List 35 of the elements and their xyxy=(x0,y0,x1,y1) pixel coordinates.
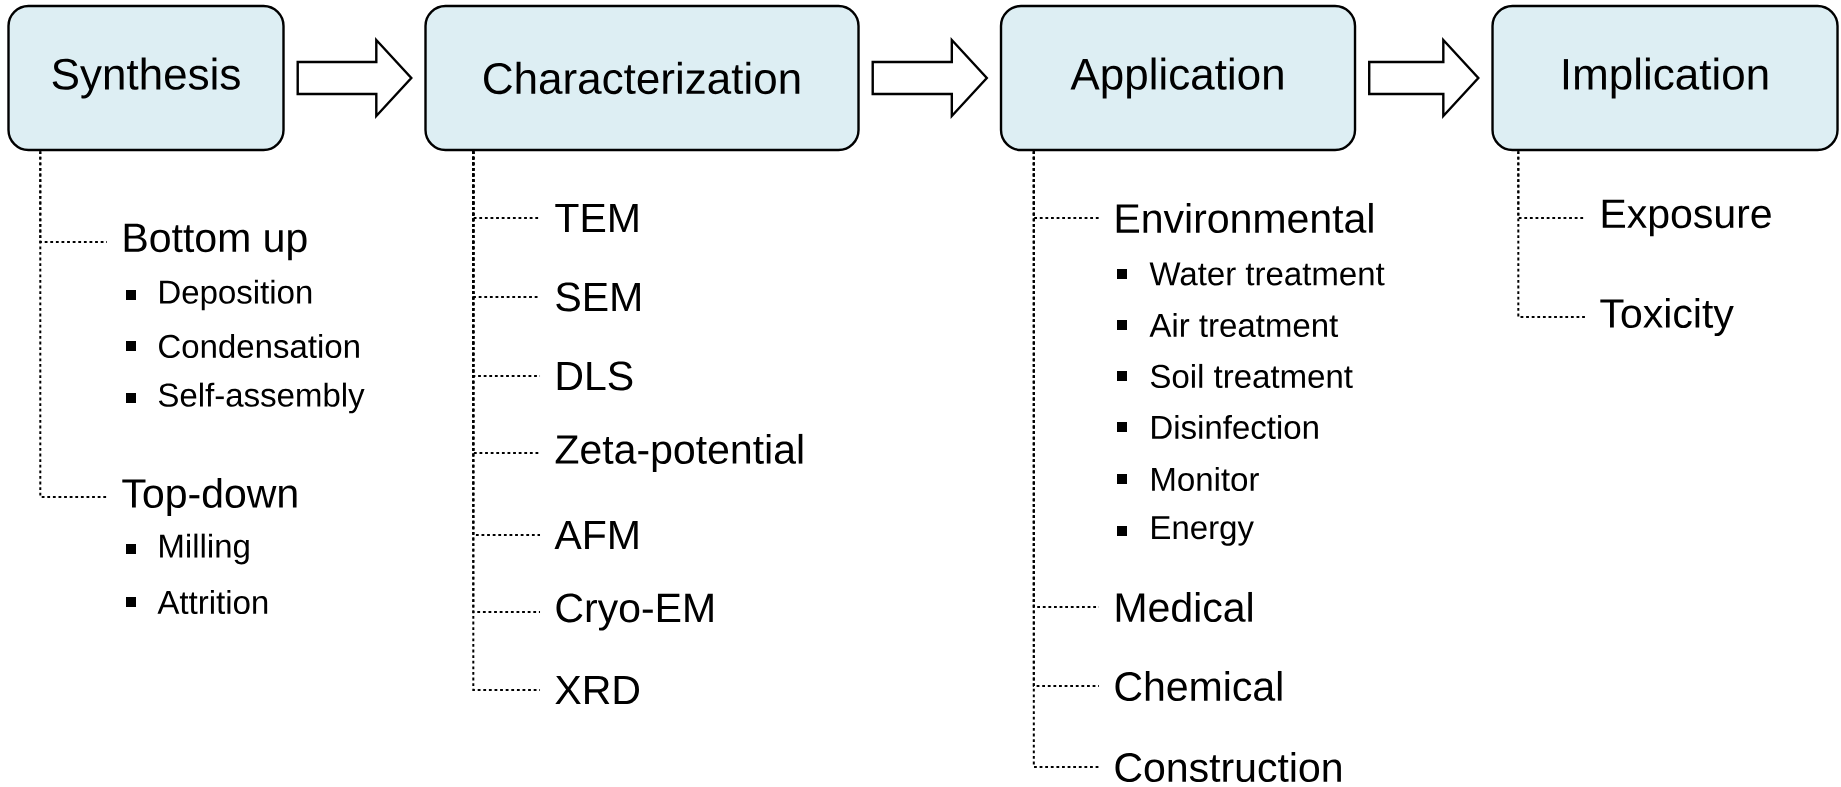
bullet-item: Deposition xyxy=(126,279,312,311)
item-label: Top-down xyxy=(122,477,297,517)
item-label: XRD xyxy=(555,675,639,705)
bullet-item: Self-assembly xyxy=(126,382,365,414)
item-label: Zeta-potential xyxy=(555,433,803,473)
connector-line xyxy=(39,150,108,498)
block-arrow xyxy=(296,36,413,120)
header-box: Application xyxy=(999,4,1357,152)
bullet-item: Energy xyxy=(1117,516,1254,546)
bullet-item: Monitor xyxy=(1117,466,1259,492)
item-label: Construction xyxy=(1115,751,1341,783)
item-label: Cryo-EM xyxy=(556,593,713,631)
item-label: AFM xyxy=(554,520,638,550)
item-label: Exposure xyxy=(1602,199,1771,237)
bullet-item: Condensation xyxy=(126,333,359,359)
block-arrow xyxy=(871,36,989,120)
item-label: Chemical xyxy=(1115,670,1282,702)
bullet-item: Water treatment xyxy=(1117,262,1385,286)
item-label: Environmental xyxy=(1116,202,1373,234)
bullet-item: Milling xyxy=(126,533,249,565)
block-arrow xyxy=(1368,36,1480,120)
header-box: Characterization xyxy=(424,4,860,152)
bullet-item: Disinfection xyxy=(1117,414,1318,440)
bullet-item: Air treatment xyxy=(1117,312,1339,338)
item-label: Toxicity xyxy=(1600,297,1734,337)
item-label: DLS xyxy=(557,361,633,391)
item-label: TEM xyxy=(555,203,638,233)
header-box: Implication xyxy=(1491,4,1839,152)
item-label: Bottom up xyxy=(124,223,307,261)
bullet-item: Attrition xyxy=(126,589,268,615)
item-label: SEM xyxy=(556,282,640,312)
bullet-item: Soil treatment xyxy=(1117,363,1353,389)
header-box: Synthesis xyxy=(7,4,285,152)
connector-line xyxy=(1517,150,1586,318)
item-label: Medical xyxy=(1116,591,1252,623)
